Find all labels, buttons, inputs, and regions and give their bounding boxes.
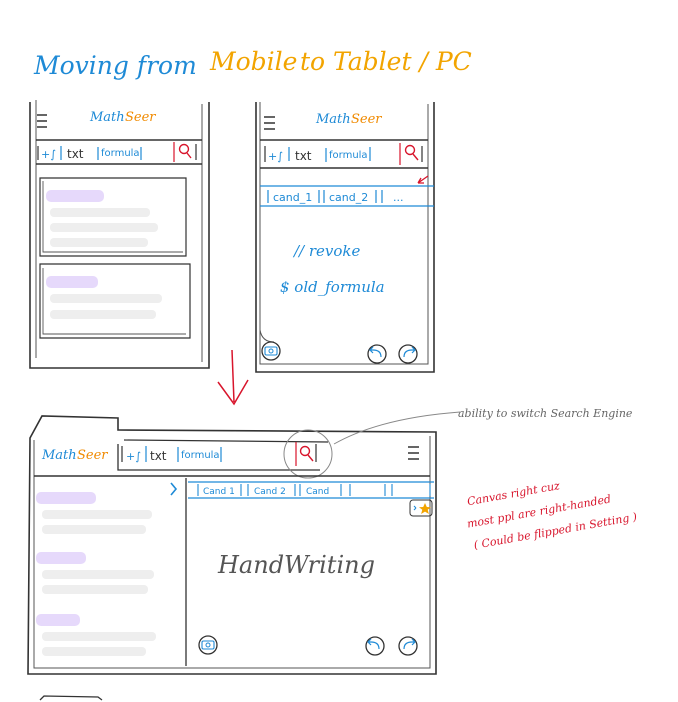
sidebar: [36, 482, 178, 656]
brand-seer: Seer: [351, 112, 382, 127]
brand-math: Math: [315, 112, 351, 127]
camera-icon[interactable]: [261, 341, 281, 361]
result-title-placeholder: [46, 190, 104, 202]
redo-icon[interactable]: [398, 344, 418, 364]
chip-integral[interactable]: +∫: [268, 150, 283, 163]
candidate-bar: Cand 1 Cand 2 Cand: [188, 481, 434, 499]
chip-integral[interactable]: +∫: [41, 148, 56, 161]
brand-seer: Seer: [125, 110, 156, 125]
canvas-handwriting-text: HandWriting: [217, 551, 375, 579]
chip-integral[interactable]: +∫: [126, 450, 141, 463]
search-bar[interactable]: +∫ txt formula: [37, 142, 197, 162]
title-tablet-pc: to Tablet / PC: [300, 47, 472, 76]
result-card-2[interactable]: [39, 263, 191, 339]
candidate-more[interactable]: ...: [393, 191, 404, 204]
candidate-item[interactable]: Cand 1: [203, 487, 235, 497]
candidate-item[interactable]: Cand: [306, 487, 329, 497]
candidate-bar: cand_1 cand_2 ...: [267, 190, 404, 204]
chip-txt[interactable]: txt: [67, 147, 84, 161]
chip-txt[interactable]: txt: [295, 149, 312, 163]
undo-icon[interactable]: [365, 636, 385, 656]
menu-icon[interactable]: [37, 114, 47, 128]
title-moving-from: Moving from: [33, 51, 197, 80]
chevron-right-icon[interactable]: [170, 482, 178, 496]
search-bar[interactable]: +∫ txt formula: [264, 143, 423, 165]
chip-formula[interactable]: formula: [101, 148, 140, 159]
transition-arrow: [217, 349, 249, 406]
canvas-revoke-text: // revoke: [292, 242, 361, 260]
annotation-pointer: [333, 411, 461, 445]
mobile-frame-1: Math Seer +∫ txt formula: [29, 100, 210, 369]
brand-seer: Seer: [77, 448, 108, 463]
arrow-down-icon: [417, 175, 429, 184]
canvas-formula-text: $ old_formula: [280, 278, 385, 296]
sidebar-result-3[interactable]: [36, 614, 156, 656]
mobile-frame-2: Math Seer +∫ txt formula cand_1 cand_2: [255, 102, 435, 373]
candidate-item[interactable]: cand_1: [273, 191, 312, 204]
chip-formula[interactable]: formula: [329, 150, 368, 161]
next-frame-fragment: [39, 695, 103, 701]
desktop-frame: Math Seer +∫ txt formula: [27, 411, 461, 675]
result-card-1[interactable]: [39, 177, 187, 257]
sidebar-result-2[interactable]: [36, 552, 154, 594]
undo-icon[interactable]: [367, 344, 387, 364]
search-icon[interactable]: [178, 143, 192, 159]
brand-math: Math: [89, 110, 125, 125]
candidate-item[interactable]: cand_2: [329, 191, 368, 204]
sidebar-result-1[interactable]: [36, 492, 152, 534]
chip-txt[interactable]: txt: [150, 449, 167, 463]
camera-icon[interactable]: [198, 635, 218, 655]
title-mobile: Mobile: [209, 47, 297, 76]
candidate-item[interactable]: Cand 2: [254, 487, 286, 497]
note-search-engine: ability to switch Search Engine: [458, 407, 633, 420]
search-bar[interactable]: +∫ txt formula: [117, 439, 329, 471]
chip-formula[interactable]: formula: [181, 450, 220, 461]
search-engine-highlight: [283, 429, 333, 479]
star-icon[interactable]: [409, 499, 433, 517]
menu-icon[interactable]: [264, 116, 275, 130]
menu-icon[interactable]: [408, 446, 419, 460]
brand-math: Math: [41, 448, 77, 463]
search-icon[interactable]: [404, 144, 419, 161]
redo-icon[interactable]: [398, 636, 418, 656]
search-icon[interactable]: [299, 445, 314, 462]
